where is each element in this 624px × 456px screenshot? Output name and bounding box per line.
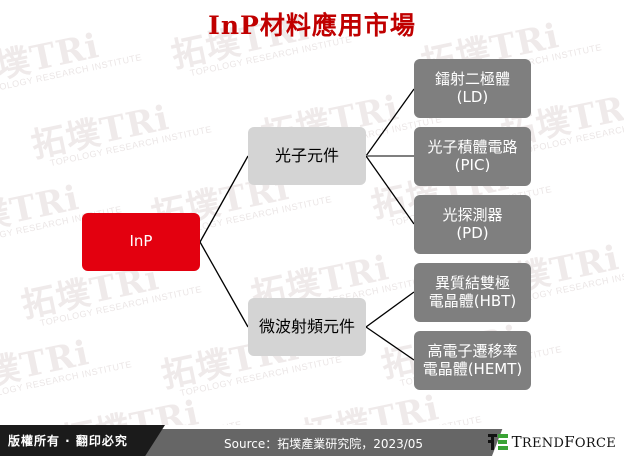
node-label: 光探測器 [442,205,503,224]
node-photonic-devices: 光子元件 [248,127,366,185]
node-sublabel: (PD) [456,223,489,242]
trendforce-logo-icon [487,434,508,450]
node-inp: InP [82,213,200,271]
node-pic: 光子積體電路(PIC) [414,127,531,186]
page-title: InP材料應用市場 [208,11,416,40]
node-hbt: 異質結雙極電晶體(HBT) [414,263,531,322]
source-text: Source：拓墣產業研究院，2023/05 [224,437,424,451]
node-hemt: 高電子遷移率電晶體(HEMT) [414,331,531,390]
connector-root-photonic [199,155,249,243]
node-sublabel: 電晶體(HEMT) [422,359,523,378]
connector-lines [199,88,415,361]
node-sublabel: 電晶體(HBT) [428,291,517,310]
logo-wordmark: TRENDFORCE [511,433,616,451]
footer: 版權所有 · 翻印必究 Source：拓墣產業研究院，2023/05 TREND… [0,425,624,456]
connector-photonic-pd [365,155,415,225]
node-sublabel: (PIC) [454,155,491,174]
node-sublabel: (LD) [456,87,489,106]
connector-photonic-ld [365,88,415,157]
node-label: 鐳射二極體 [434,69,510,88]
footer-logo-band [492,425,624,456]
trendforce-logo: TRENDFORCE [487,433,616,451]
node-label: 高電子遷移率 [427,341,518,360]
node-label: 異質結雙極 [434,273,510,292]
node-label: InP [129,232,153,251]
node-pd: 光探測器(PD) [414,195,531,254]
copyright-text: 版權所有 · 翻印必究 [8,434,128,448]
footer-copyright-band [0,425,165,456]
node-label: 光子元件 [274,145,339,165]
connector-root-rf [199,241,249,328]
connector-rf-hemt [365,326,415,361]
node-rf-devices: 微波射頻元件 [248,298,366,356]
node-label: 光子積體電路 [427,137,518,156]
node-ld: 鐳射二極體(LD) [414,59,531,118]
node-label: 微波射頻元件 [258,316,355,336]
connector-rf-hbt [365,291,415,328]
